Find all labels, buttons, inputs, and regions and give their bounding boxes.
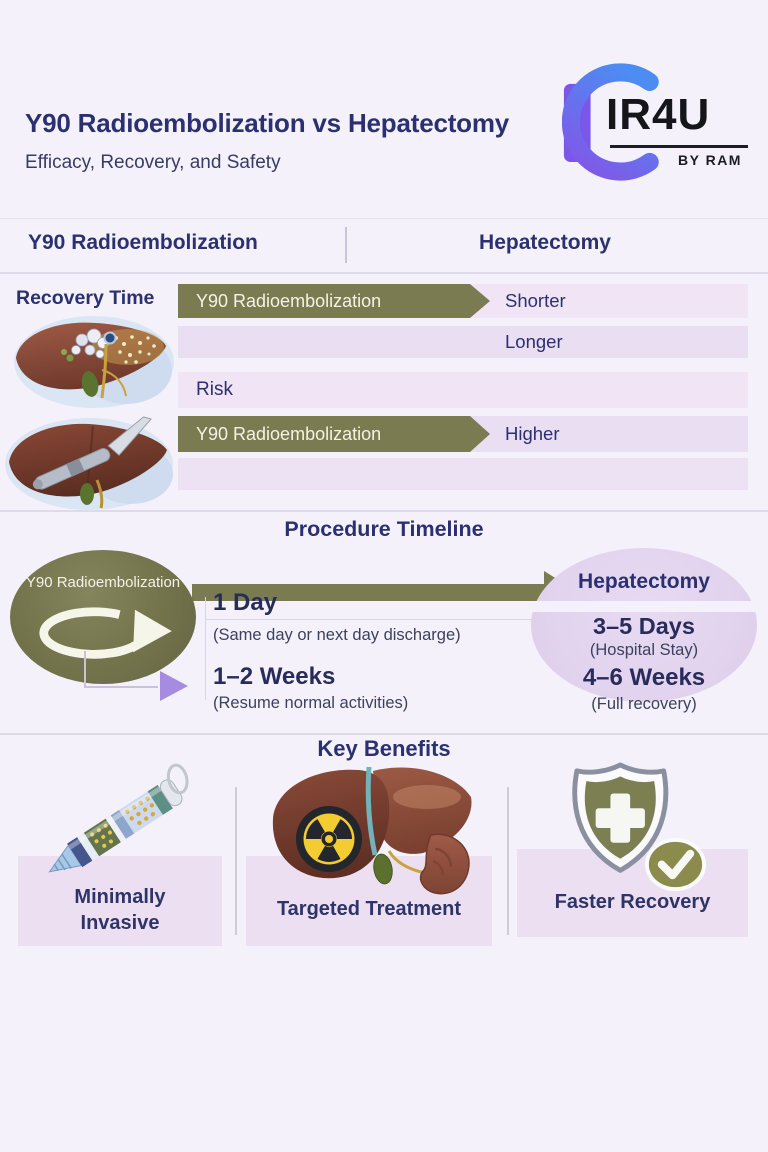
page-subtitle: Efficacy, Recovery, and Safety <box>25 152 281 173</box>
y90-arrow-banner: Y90 Radioembolization <box>178 284 490 318</box>
liver-microspheres-icon <box>6 310 174 417</box>
y90-duration: 1 Day <box>213 589 278 616</box>
timeline-arrow-shaft <box>192 584 548 601</box>
benefits-title: Key Benefits <box>317 736 451 761</box>
connector-line <box>84 686 158 688</box>
y90-node: Y90 Radioembolization <box>10 550 196 684</box>
logo-underline <box>610 145 748 148</box>
hepatectomy-node-label: Hepatectomy <box>578 570 710 593</box>
hep-stay: 3–5 Days <box>593 613 695 639</box>
catheter-device-icon <box>28 760 213 897</box>
timeline-guide-hline <box>205 619 535 620</box>
divider <box>0 272 768 274</box>
y90-arrow-banner: Y90 Radioembolization <box>178 416 490 452</box>
y90-recovery-note: (Resume normal activities) <box>213 694 409 712</box>
timeline-title: Procedure Timeline <box>284 517 484 541</box>
table-row: Risk <box>178 372 748 408</box>
divider <box>0 510 768 512</box>
value-longer: Longer <box>505 331 563 352</box>
table-row: Longer <box>178 326 748 358</box>
timeline-band <box>522 601 768 612</box>
row-label-recovery-time: Recovery Time <box>16 287 155 309</box>
hepatectomy-node <box>531 548 757 702</box>
loop-arrow-icon <box>39 607 172 659</box>
column-header-hepatectomy: Hepatectomy <box>479 231 611 254</box>
divider <box>0 218 768 219</box>
timeline-guide-vline <box>205 597 206 700</box>
table-row <box>178 458 748 490</box>
page-title: Y90 Radioembolization vs Hepatectomy <box>25 108 510 138</box>
table-row: Y90 Radioembolization Shorter <box>178 284 748 318</box>
logo-wordmark: IR4U <box>606 90 711 139</box>
y90-duration-note: (Same day or next day discharge) <box>213 626 461 644</box>
benefit-label: Targeted Treatment <box>276 898 462 920</box>
hep-stay-note: (Hospital Stay) <box>589 641 699 659</box>
column-divider <box>345 227 347 263</box>
table-row: Y90 Radioembolization Higher <box>178 416 748 452</box>
brand-logo <box>561 45 684 197</box>
connector-line <box>84 651 86 687</box>
row-label-risk: Risk <box>196 379 233 400</box>
benefit-divider <box>507 787 509 935</box>
column-header-y90: Y90 Radioembolization <box>28 231 258 254</box>
y90-recovery: 1–2 Weeks <box>213 663 336 690</box>
benefit-divider <box>235 787 237 935</box>
benefit-card: Targeted Treatment <box>246 856 492 946</box>
hep-recovery-note: (Full recovery) <box>591 695 697 713</box>
liver-radiation-icon <box>255 757 485 910</box>
purple-triangle-icon <box>160 671 188 701</box>
benefit-label: Minimally Invasive <box>74 886 166 934</box>
shield-check-icon <box>556 760 724 903</box>
liver-scalpel-icon <box>0 410 178 517</box>
logo-c-icon <box>561 63 659 181</box>
divider <box>0 733 768 735</box>
logo-tagline: BY RAM <box>678 152 742 168</box>
hep-recovery: 4–6 Weeks <box>582 664 706 691</box>
benefit-label: Faster Recovery <box>554 891 711 913</box>
y90-node-label: Y90 Radioembolization <box>25 574 181 591</box>
value-higher: Higher <box>505 423 560 444</box>
value-shorter: Shorter <box>505 290 566 311</box>
